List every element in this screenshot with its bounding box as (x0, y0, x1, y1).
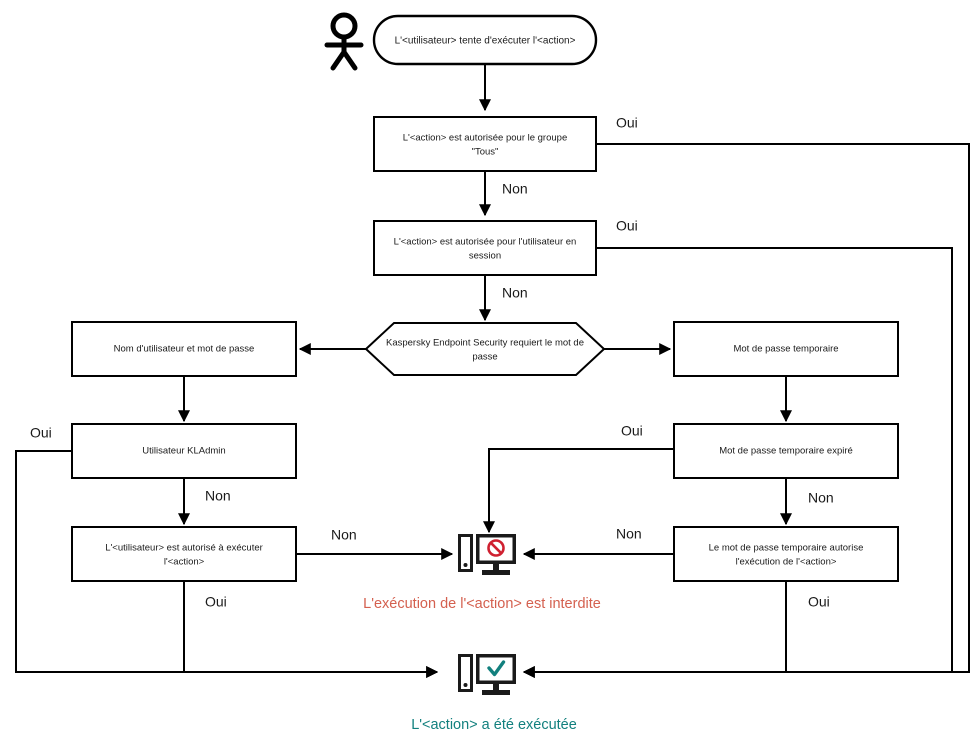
node-user-authorized-line2: l'<action> (164, 557, 205, 568)
edge-label-temp-auth-no: Non (616, 526, 642, 542)
computer-allowed-icon (458, 654, 516, 695)
node-user-authorized-line1: L'<utilisateur> est autorisé à exécuter (105, 543, 263, 554)
edge-label-kladmin-yes: Oui (30, 425, 52, 441)
node-group-all-allowed-line1: L'<action> est autorisée pour le groupe (403, 133, 567, 144)
node-temp-password-authorizes[interactable]: Le mot de passe temporaire autorise l'ex… (673, 526, 899, 582)
edge-temp-password-authorizes-yes (522, 581, 787, 678)
node-kladmin-user-label: Utilisateur KLAdmin (142, 446, 225, 457)
edge-label-kladmin-no: Non (205, 488, 231, 504)
edge-label-group-no: Non (502, 181, 528, 197)
executed-caption: L'<action> a été exécutée (411, 717, 577, 733)
computer-denied-icon (458, 534, 516, 575)
edge-label-group-yes: Oui (616, 115, 638, 131)
node-kes-requires-password[interactable]: Kaspersky Endpoint Security requiert le … (364, 322, 606, 376)
edge-label-expired-no: Non (808, 490, 834, 506)
node-session-user-allowed-line1: L'<action> est autorisée pour l'utilisat… (394, 237, 577, 248)
node-user-authorized[interactable]: L'<utilisateur> est autorisé à exécuter … (71, 526, 297, 582)
node-kes-requires-password-line1: Kaspersky Endpoint Security requiert le … (386, 338, 584, 349)
user-actor-icon (324, 12, 364, 71)
edge-label-user-authorized-yes: Oui (205, 594, 227, 610)
node-start[interactable]: L'<utilisateur> tente d'exécuter l'<acti… (372, 14, 598, 66)
edge-label-temp-auth-yes: Oui (808, 594, 830, 610)
node-group-all-allowed-line2: "Tous" (472, 147, 499, 158)
node-temporary-password-expired-label: Mot de passe temporaire expiré (719, 446, 853, 457)
node-temporary-password[interactable]: Mot de passe temporaire (673, 321, 899, 377)
edge-label-expired-yes: Oui (621, 423, 643, 439)
denied-caption: L'exécution de l'<action> est interdite (363, 596, 601, 612)
node-temp-password-authorizes-line2: l'exécution de l'<action> (736, 557, 837, 568)
node-group-all-allowed[interactable]: L'<action> est autorisée pour le groupe … (373, 116, 597, 172)
node-username-and-password[interactable]: Nom d'utilisateur et mot de passe (71, 321, 297, 377)
node-session-user-allowed[interactable]: L'<action> est autorisée pour l'utilisat… (373, 220, 597, 276)
edge-label-session-no: Non (502, 285, 528, 301)
node-username-and-password-label: Nom d'utilisateur et mot de passe (114, 344, 255, 355)
edge-user-authorized-yes (183, 581, 439, 678)
node-start-label: L'<utilisateur> tente d'exécuter l'<acti… (395, 36, 576, 47)
edge-label-user-authorized-no: Non (331, 527, 357, 543)
node-kladmin-user[interactable]: Utilisateur KLAdmin (71, 423, 297, 479)
node-kes-requires-password-line2: passe (472, 352, 497, 363)
node-temp-password-authorizes-line1: Le mot de passe temporaire autorise (709, 543, 864, 554)
node-session-user-allowed-line2: session (469, 251, 501, 262)
node-temporary-password-label: Mot de passe temporaire (733, 344, 838, 355)
edge-label-session-yes: Oui (616, 218, 638, 234)
node-temporary-password-expired[interactable]: Mot de passe temporaire expiré (673, 423, 899, 479)
edge-expired-yes (483, 448, 674, 534)
